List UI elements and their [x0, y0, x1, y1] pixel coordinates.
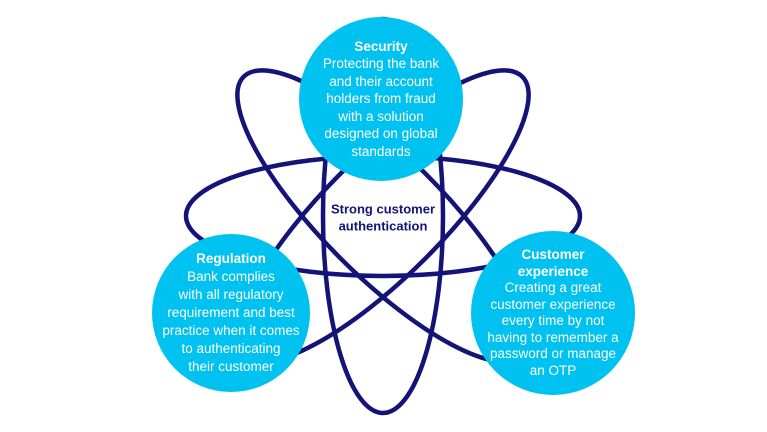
node-regulation-text: Regulation Bank complies with all regula… — [152, 250, 310, 376]
node-regulation: Regulation Bank complies with all regula… — [152, 234, 310, 392]
node-customer-experience-body-line: an OTP — [529, 362, 577, 378]
node-regulation-body-line: with all regulatory — [178, 287, 284, 302]
node-customer-experience-body-line: password or manage — [489, 346, 617, 361]
node-customer-experience: Customer experience Creating a great cus… — [471, 231, 635, 395]
node-customer-experience-body-line: having to remember a — [487, 329, 619, 345]
node-customer-experience-title: experience — [517, 263, 589, 279]
node-customer-experience-body-line: Creating a great — [504, 280, 602, 295]
node-security-body-line: designed on global — [324, 126, 438, 142]
node-regulation-body-line: requirement and best — [167, 305, 295, 320]
node-security-body-line: with a solution — [338, 108, 424, 124]
node-regulation-body-line: practice when it comes — [162, 323, 300, 338]
node-customer-experience-text: Customer experience Creating a great cus… — [471, 247, 635, 379]
node-customer-experience-title: Customer — [521, 247, 585, 262]
node-customer-experience-body-line: every time by not — [501, 313, 605, 328]
node-security-body-line: standards — [351, 143, 411, 159]
node-security-body-line: holders from fraud — [326, 91, 436, 107]
node-security-body-line: Protecting the bank — [322, 56, 440, 72]
node-regulation-body-line: their customer — [188, 359, 274, 374]
node-regulation-title: Regulation — [196, 251, 266, 266]
node-security-text: Security Protecting the bank and their a… — [299, 38, 463, 161]
node-customer-experience-body-line: customer experience — [490, 296, 616, 312]
center-label-line: authentication — [338, 218, 428, 233]
node-security-body-line: and their account — [329, 73, 433, 89]
node-security-title: Security — [354, 38, 408, 54]
center-label-line: Strong customer — [330, 201, 435, 217]
node-security: Security Protecting the bank and their a… — [299, 17, 463, 181]
node-regulation-body-line: Bank complies — [187, 269, 275, 284]
node-regulation-body-line: to authenticating — [181, 341, 281, 356]
center-label: Strong customer authentication — [293, 202, 473, 235]
